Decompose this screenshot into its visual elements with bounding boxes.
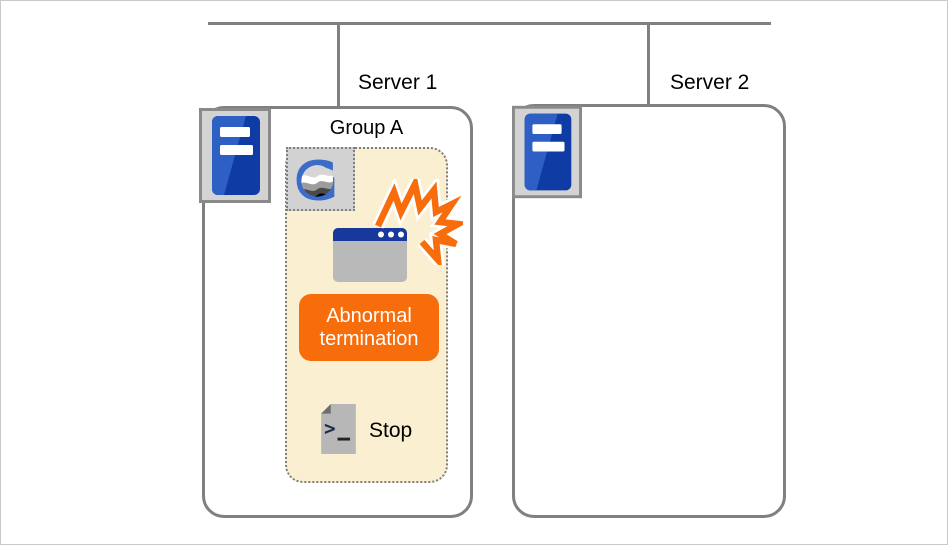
server2-label: Server 2 bbox=[670, 71, 750, 94]
crash-explosion-icon bbox=[373, 179, 463, 265]
app-logo-g-icon: G bbox=[286, 147, 355, 211]
server1-connector-line bbox=[337, 23, 340, 107]
svg-text:>: > bbox=[324, 417, 336, 440]
server-icon bbox=[199, 108, 271, 203]
status-badge: Abnormal termination bbox=[299, 294, 439, 361]
stop-label: Stop bbox=[369, 419, 413, 442]
server-icon bbox=[512, 105, 582, 199]
network-bus-line bbox=[208, 22, 771, 25]
server1-label: Server 1 bbox=[358, 71, 438, 94]
group-a-label: Group A bbox=[329, 117, 404, 139]
server2-connector-line bbox=[647, 23, 650, 105]
application-window-icon bbox=[333, 228, 407, 282]
script-file-icon: > bbox=[319, 403, 358, 455]
